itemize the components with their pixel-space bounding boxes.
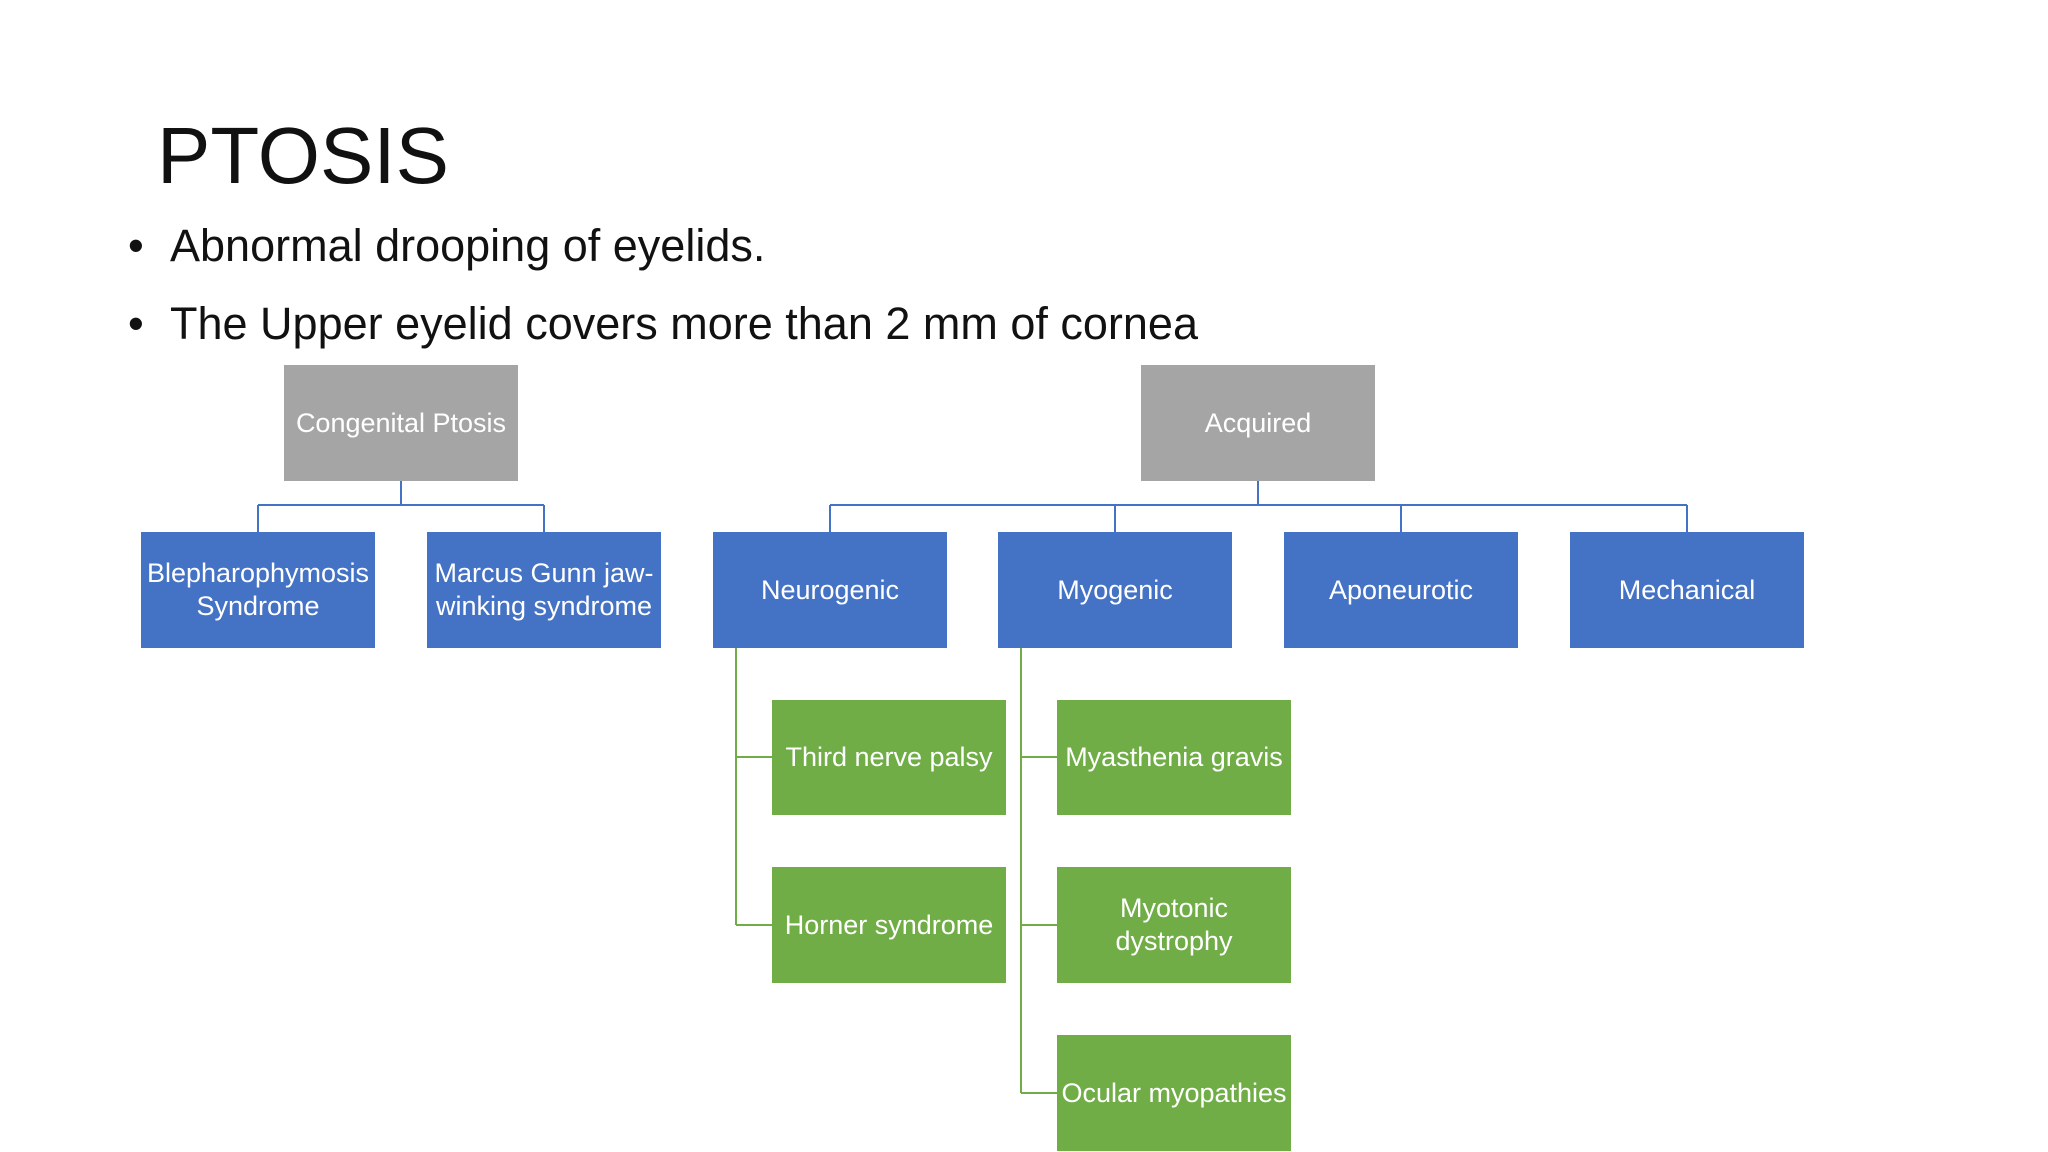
slide-title: PTOSIS [157,111,449,200]
node-myogenic: Myogenic [998,532,1232,648]
node-aponeurotic: Aponeurotic [1284,532,1518,648]
congenital-connectors [257,481,545,532]
node-third-nerve-palsy: Third nerve palsy [772,700,1006,815]
node-mechanical: Mechanical [1570,532,1804,648]
bullet-list: Abnormal drooping of eyelids. The Upper … [128,220,1198,376]
node-myotonic-dystrophy: Myotonic dystrophy [1057,867,1291,983]
myogenic-connectors [1020,648,1057,1094]
node-ocular-myopathies: Ocular myopathies [1057,1035,1291,1151]
node-acquired: Acquired [1141,365,1375,481]
bullet-criterion: The Upper eyelid covers more than 2 mm o… [128,298,1198,376]
node-congenital-ptosis: Congenital Ptosis [284,365,518,481]
acquired-connectors [829,481,1688,532]
neurogenic-connectors [735,648,772,926]
node-blepharophymosis-syndrome: Blepharophymosis Syndrome [141,532,375,648]
node-myasthenia-gravis: Myasthenia gravis [1057,700,1291,815]
bullet-definition: Abnormal drooping of eyelids. [128,220,1198,298]
node-horner-syndrome: Horner syndrome [772,867,1006,983]
node-neurogenic: Neurogenic [713,532,947,648]
node-marcus-gunn-syndrome: Marcus Gunn jaw-winking syndrome [427,532,661,648]
